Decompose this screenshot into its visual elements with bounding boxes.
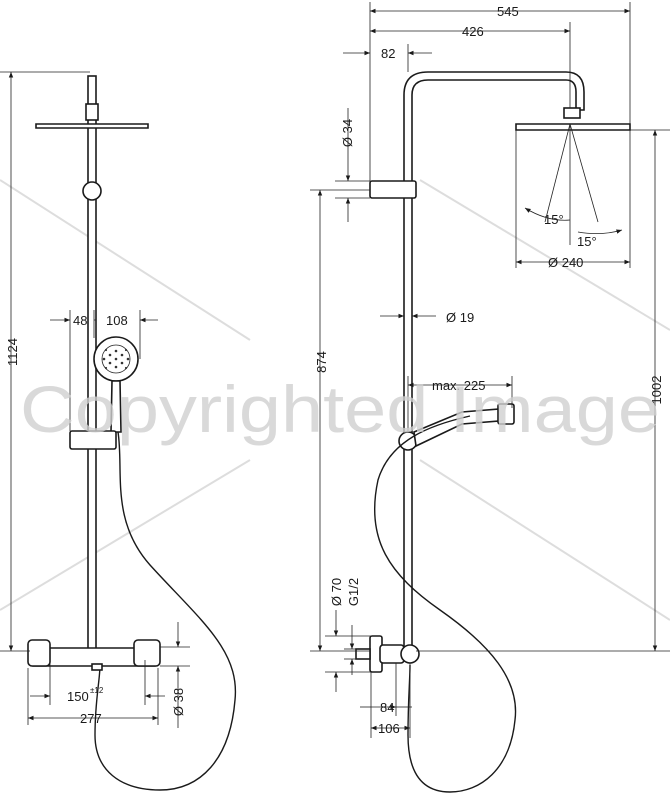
side-diverter bbox=[400, 644, 420, 664]
dim-mixer-diameter: Ø 38 bbox=[171, 688, 186, 716]
dim-overhead-diameter: Ø 240 bbox=[548, 255, 583, 270]
dim-arm-offset: 82 bbox=[381, 46, 395, 61]
front-view: 1124 48 108 150 ±12 277 Ø 38 bbox=[0, 71, 237, 791]
dim-riser-diameter: Ø 19 bbox=[446, 310, 474, 325]
dim-thread-spec: G1/2 bbox=[346, 578, 361, 606]
dim-outlet-diameter: Ø 70 bbox=[329, 578, 344, 606]
side-shower-arm bbox=[403, 71, 585, 651]
front-mixer-knob-left bbox=[27, 639, 51, 667]
front-handshower-handle bbox=[110, 380, 122, 433]
front-hose bbox=[94, 431, 237, 791]
dim-hose-holder-reach: max. 225 bbox=[432, 378, 485, 393]
side-overhead-connector bbox=[563, 107, 581, 119]
side-wall-clamp bbox=[369, 180, 417, 199]
dim-centers-tolerance: ±12 bbox=[90, 686, 104, 695]
dim-riser-height: 874 bbox=[314, 351, 329, 373]
dim-height-total: 1124 bbox=[5, 338, 20, 366]
front-overhead-shower bbox=[35, 123, 149, 129]
watermark-lines bbox=[0, 179, 670, 621]
side-handshower-head bbox=[497, 403, 515, 425]
side-thread-stub bbox=[355, 648, 371, 660]
side-view: 15° 15° 545 426 82 Ø 34 bbox=[310, 2, 670, 793]
watermark-text: Copyrighted Image bbox=[20, 372, 660, 446]
dim-holder-offset: 48 bbox=[73, 313, 87, 328]
front-overhead-neck bbox=[85, 103, 99, 121]
dim-depth-total: 545 bbox=[497, 4, 519, 19]
front-handshower-nozzles bbox=[102, 348, 130, 370]
front-slider-holder bbox=[69, 430, 117, 450]
dim-arm-length: 426 bbox=[462, 24, 484, 39]
dim-centers-base: 150 bbox=[67, 689, 89, 704]
dim-handshower-diameter: 108 bbox=[106, 313, 128, 328]
dim-spray-angle-2: 15° bbox=[577, 234, 597, 249]
dim-offset-large: 106 bbox=[378, 721, 400, 736]
front-mixer-knob-right bbox=[133, 639, 161, 667]
dim-spray-angle-1: 15° bbox=[544, 212, 564, 227]
dim-overhead-height: 1002 bbox=[649, 376, 664, 405]
front-ball-joint bbox=[82, 181, 102, 201]
dim-mixer-width: 277 bbox=[80, 711, 102, 726]
side-hose bbox=[373, 415, 517, 793]
dim-offset-small: 84 bbox=[380, 700, 394, 715]
side-overhead-shower bbox=[515, 123, 631, 131]
front-mixer-spout bbox=[91, 663, 103, 671]
dim-fixture-diameter: Ø 34 bbox=[340, 119, 355, 147]
front-handshower-inner bbox=[101, 344, 131, 374]
